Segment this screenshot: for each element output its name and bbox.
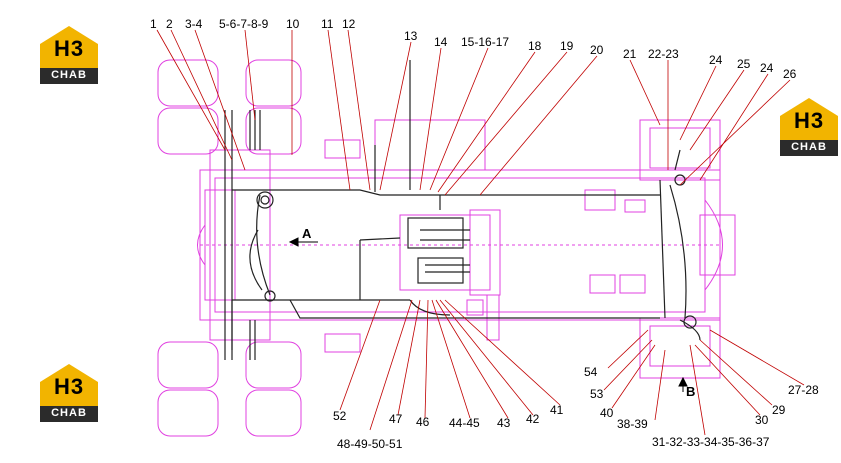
callout-40: 40 [600,406,614,420]
callout-13: 13 [404,29,418,43]
logo-badge-icon [40,26,98,84]
callout-41: 41 [550,403,564,417]
callout-42: 42 [526,412,540,426]
callout-12: 12 [342,17,356,31]
logo-top-text: H3 [53,374,85,399]
callout-27-28: 27-28 [788,383,819,397]
callout-46: 46 [416,415,430,429]
callout-11: 11 [321,17,334,31]
company-logo-bottom-left: H3 CHAB [40,364,98,422]
callout-10: 10 [286,17,300,31]
logo-bottom-text: CHAB [51,69,87,81]
logo-top-text: H3 [793,108,825,133]
callout-26: 26 [783,67,797,81]
callout-43: 43 [497,416,511,430]
callout-2: 2 [166,17,173,31]
logo-badge-icon [40,364,98,422]
callout-47: 47 [389,412,403,426]
hydraulic-lines [224,60,701,360]
callout-44-45: 44-45 [449,416,480,430]
company-logo-top-right: H3 CHAB [780,98,838,156]
callout-20: 20 [590,43,604,57]
callout-52: 52 [333,409,347,423]
callout-48-51: 48-49-50-51 [337,437,403,451]
callout-24-b: 24 [760,61,774,75]
company-logo-top-left: H3 CHAB [40,26,98,84]
callout-30: 30 [755,413,769,427]
logo-badge-icon [780,98,838,156]
callout-25: 25 [737,57,751,71]
callout-22-23: 22-23 [648,47,679,61]
callout-29: 29 [772,403,786,417]
leader-lines [156,29,805,436]
callout-15-17: 15-16-17 [461,35,510,49]
logo-top-text: H3 [53,36,85,61]
logo-bottom-text: CHAB [791,141,827,153]
callout-24-a: 24 [709,53,723,67]
callout-18: 18 [528,39,542,53]
callout-19: 19 [560,39,574,53]
view-label-b: B [686,384,696,399]
callout-21: 21 [623,47,637,61]
logo-bottom-text: CHAB [51,407,87,419]
view-arrows [288,237,688,392]
view-label-a: A [302,226,312,241]
callout-54: 54 [584,365,598,379]
callout-1: 1 [150,17,157,31]
callout-31-37: 31-32-33-34-35-36-37 [652,435,770,449]
callout-5-9: 5-6-7-8-9 [219,17,269,31]
callout-53: 53 [590,387,604,401]
callout-14: 14 [434,35,448,49]
callout-38-39: 38-39 [617,417,648,431]
callout-3-4: 3-4 [185,17,203,31]
